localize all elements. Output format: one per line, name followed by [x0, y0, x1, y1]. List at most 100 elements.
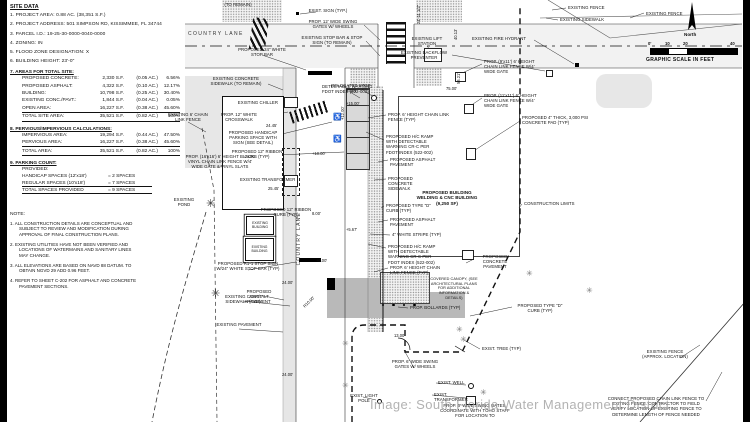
areas-heading: 7. AREAS FOR TOTAL SITE:	[10, 70, 74, 76]
road-label-country-lane: COUNTRY LANE	[188, 31, 244, 37]
tree-icon: ✳	[480, 388, 487, 397]
callout-label: PROP. 12" WHITE CROSSWALK	[220, 112, 258, 123]
site-data-item: 1. PROJECT AREA: 0.88 AC. (38,351 S.F.)	[10, 13, 106, 19]
callout-label: PROPOSED ASPHALT PAVEMENT	[390, 157, 436, 168]
callout-label: EXIST. SIGN (TYP.)	[308, 8, 348, 13]
callout-label: EXISTING 6' CHAIN LINK FENCE	[168, 112, 208, 123]
parking-provided-label: PROVIDED:	[22, 167, 49, 173]
scale-tick: 20	[683, 41, 688, 46]
parking-stalls	[346, 88, 370, 170]
dimension-label: +12.00'	[340, 106, 345, 120]
tree-icon: ✳	[460, 335, 467, 344]
existing-building-label: EXISTING BUILDING	[251, 220, 268, 229]
callout-label: PROP. 6' HEIGHT CHAIN LINK FENCE (TYP)	[390, 265, 441, 276]
callout-label: EXISTING FENCE (APPROX. LOCATION)	[642, 349, 688, 360]
callout-label: PROPOSED 4" THICK, 3,000 PSI CONCRETE PA…	[522, 115, 589, 126]
callout-label: PROPOSED 12" RIBBON CURB (TYP)	[260, 207, 312, 218]
callout-label: RELOCATED STOP SIGN	[331, 83, 371, 94]
dimension-label: 13.00'	[394, 333, 406, 338]
backflow-preventer-box	[546, 70, 553, 77]
scale-tick: 0'	[648, 41, 652, 46]
driveway-shading	[596, 74, 652, 108]
callout-label: EXISTING BACKFLOW PREVENTER	[400, 50, 448, 61]
stop-bar	[308, 71, 332, 75]
stop-bar	[299, 258, 321, 262]
pervious-total-row: TOTAL AREA:35,521 S.F.(0.82 AC.)100%	[22, 149, 180, 156]
callout-label: EXISTING SIDEWALK	[560, 17, 605, 22]
callout-label: CONNECT PROPOSED CHAIN LINK FENCE TO EXI…	[607, 396, 705, 417]
callout-label: EXISTING CHILLER	[237, 100, 278, 105]
scale-caption: GRAPHIC SCALE IN FEET	[646, 57, 715, 63]
callout-label: EXISTING LIFT STATION	[411, 36, 443, 47]
concrete-pad	[466, 148, 476, 160]
equipment-yard-fence	[282, 148, 300, 196]
areas-total-row: TOTAL SITE AREA:35,521 S.F.(0.82 AC.)100…	[22, 114, 180, 122]
callout-label: EXIST. TREE (TYP)	[482, 346, 521, 351]
pervious-row: IMPERVIOUS AREA:19,294 S.F.(0.44 AC.)47.…	[22, 132, 180, 138]
tree-icon: ✳	[342, 381, 349, 390]
exist-transformer-box	[466, 396, 476, 405]
dimension-label: 25.45'	[268, 186, 280, 191]
parking-total-row: TOTAL SPACES PROVIDED= 9 SPACES	[22, 188, 152, 194]
bollards-row	[382, 304, 416, 307]
tree-icon: ✳	[342, 339, 349, 348]
site-data-item: 5. FLOOD ZONE DESIGNATION: X	[10, 49, 90, 55]
country-lane-south-leg	[296, 68, 345, 422]
callout-label: EXISTING CONCRETE SIDEWALK (TO REMAIN)	[210, 76, 262, 87]
dimension-label: 24.45'	[266, 123, 278, 128]
tree-icon: ✳	[586, 286, 593, 295]
dimension-label: 40.13'	[453, 28, 458, 40]
callout-label: EXIST. WELL	[438, 380, 465, 385]
concrete-corner-stipple	[350, 68, 376, 86]
areas-row: BUILDING:10,798 S.F.(0.25 AC.)30.40%	[22, 91, 180, 97]
graphic-scale-bar	[650, 48, 738, 55]
site-data-item: 6. BUILDING HEIGHT: 23'-0"	[10, 59, 75, 65]
callout-label: EXISTING PAVEMENT	[216, 322, 262, 327]
callout-label: PROPOSED CONCRETE SIDEWALK	[388, 176, 413, 192]
callout-label: PROP. (11'x11') 6' HEIGHT CHAIN LINK FEN…	[484, 93, 537, 109]
concrete-sidewalk-stipple	[222, 0, 282, 22]
tree-icon: ✳	[206, 198, 216, 210]
callout-label: PROPOSED H/C RAMP WITH DETECTABLE WARNIN…	[386, 134, 434, 155]
main-existing-building	[222, 96, 284, 210]
site-data-item: 4. ZONING: IN	[10, 40, 43, 46]
left-black-border	[0, 0, 7, 422]
callout-label: COVERED CANOPY, (SEE ARCHITECTURAL PLANS…	[430, 277, 478, 300]
handicap-symbol-icon: ♿	[333, 114, 342, 121]
scale-tick: 40	[730, 41, 735, 46]
relocated-stop-sign-marker	[371, 95, 377, 101]
north-label: North	[684, 32, 697, 37]
chiller-box	[284, 97, 298, 108]
dimension-label: +6.00'	[316, 258, 328, 263]
site-data-item: 2. PROJECT ADDRESS: 501 SIMPSON RD, KISS…	[10, 22, 162, 28]
notes-panel: NOTE: 1. ALL CONSTRUCTION DETAILS ARE CO…	[10, 212, 140, 289]
parking-row: REGULAR SPACES (10'x18')= 7 SPACES	[22, 181, 152, 187]
areas-row: PROPOSED ASPHALT:4,322 S.F.(0.10 AC.)12.…	[22, 83, 180, 89]
note-item: 4. REFER TO SHEET C-202 FOR ASPHALT AND …	[10, 277, 137, 289]
concrete-pad	[455, 72, 466, 82]
fire-hydrant-marker	[575, 63, 579, 67]
site-data-item: 3. PARCEL I.D.: 19-25-30-0000-0040-0000	[10, 31, 106, 37]
well-marker	[468, 383, 474, 389]
transformer-box	[284, 175, 298, 187]
dimension-label: +5.67'	[346, 227, 358, 232]
callout-label: PROP. 6' WIDE SWING GATES W/ WHEELS	[391, 359, 439, 370]
areas-row: OPEN AREA:16,227 S.F.(0.38 AC.)45.60%	[22, 106, 180, 114]
callout-label: EXISTING FIRE HYDRANT	[472, 36, 527, 41]
callout-label: PROP. BOLLARDS (TYP)	[410, 305, 461, 310]
parking-row: HANDICAP SPACES (12'x18')= 2 SPACES	[22, 174, 136, 180]
callout-label: EXISTING TRANSFORMER	[240, 177, 296, 182]
existing-building-2: EXISTING BUILDING	[245, 238, 274, 261]
callout-label: EXISTING FENCE	[646, 11, 683, 16]
callout-label: EXISTING FENCE	[568, 5, 605, 10]
existing-building-1: EXISTING BUILDING	[246, 216, 274, 235]
callout-label: PROP. (9'x11') 6' HEIGHT CHAIN LINK FENC…	[484, 59, 535, 75]
crosswalk-ladder	[386, 22, 406, 64]
dimension-label: 58.21'	[456, 72, 461, 84]
note-item: 2. EXISTING UTILITIES HAVE NOT BEEN VERI…	[10, 241, 132, 259]
concrete-pad	[464, 104, 474, 114]
pervious-row: PERVIOUS AREA:16,227 S.F.(0.38 AC.)45.60…	[22, 140, 180, 148]
concrete-pad	[462, 250, 474, 260]
callout-label: PROPOSED 12" RIBBON CURB (TYP)	[231, 149, 283, 160]
